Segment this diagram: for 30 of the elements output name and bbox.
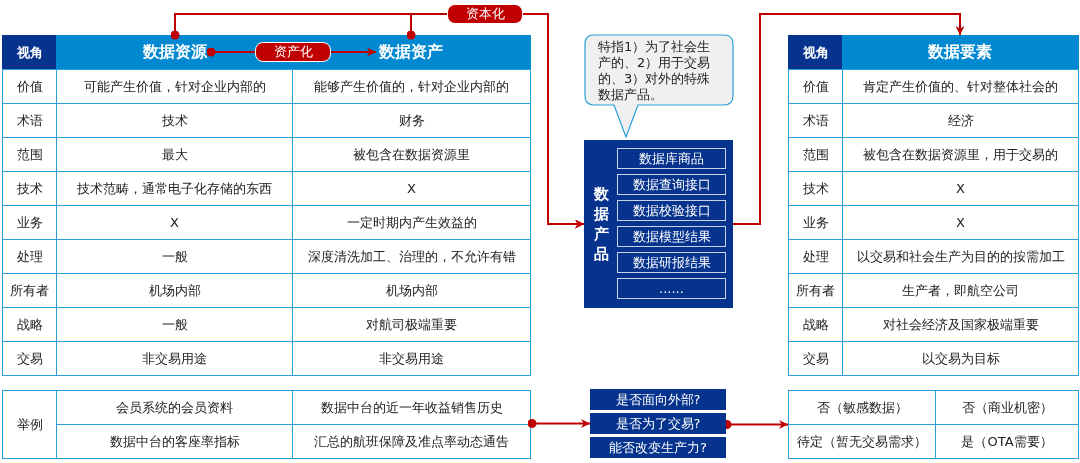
row-label: 价值 — [2, 69, 57, 104]
column-header: 数据要素 — [925, 35, 995, 69]
table-cell: 能够产生价值的，针对企业内部的 — [292, 69, 531, 104]
header-cell: 视角 — [788, 35, 843, 70]
connector-arrow — [527, 419, 591, 428]
table-cell: 非交易用途 — [292, 341, 531, 376]
question-box: 是否面向外部? — [590, 389, 726, 410]
item-box: 数据校验接口 — [617, 200, 726, 221]
table-cell: 以交易为目标 — [842, 341, 1079, 376]
column-header: 数据资源 — [140, 35, 210, 69]
speech-bubble — [584, 34, 734, 138]
row-label: 交易 — [788, 341, 843, 376]
panel-title: 数据产品 — [592, 184, 610, 264]
question-box: 能否改变生产力? — [590, 437, 726, 458]
table-cell: 肯定产生价值的、针对整体社会的 — [842, 69, 1079, 104]
item-box: 数据库商品 — [617, 148, 726, 169]
callout-text: 特指1）为了社会生产的、2）用于交易的、3）对外的特殊数据产品。 — [598, 39, 712, 103]
row-label: 价值 — [788, 69, 843, 104]
edge-label: 资本化 — [447, 4, 523, 24]
connector-arrow — [732, 13, 965, 225]
item-box: 数据模型结果 — [617, 226, 726, 247]
row-label: 交易 — [2, 341, 57, 376]
column-header: 数据资产 — [376, 35, 446, 69]
edge-label: 资产化 — [255, 42, 331, 62]
question-box: 是否为了交易? — [590, 413, 726, 434]
item-box: ...... — [617, 278, 726, 299]
product-panel — [584, 140, 733, 308]
item-box: 数据研报结果 — [617, 252, 726, 273]
header-cell: 视角 — [2, 35, 57, 70]
item-box: 数据查询接口 — [617, 174, 726, 195]
